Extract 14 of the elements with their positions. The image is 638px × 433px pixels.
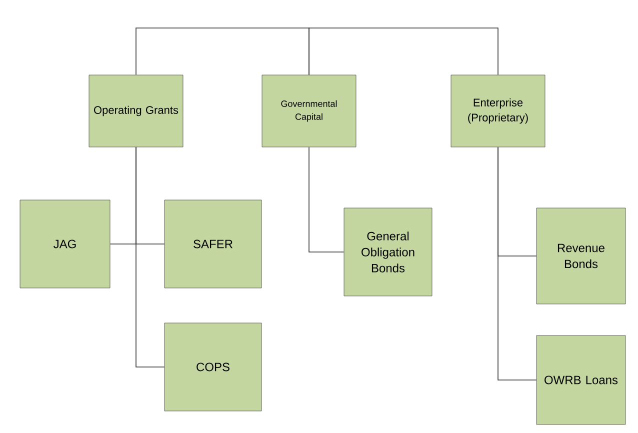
category-box: General Obligation Bonds bbox=[344, 208, 432, 296]
category-box: Revenue Bonds bbox=[536, 208, 626, 304]
connector-line bbox=[136, 146, 165, 368]
connector-line bbox=[498, 146, 537, 380]
category-box: OWRB Loans bbox=[536, 335, 626, 425]
category-box: Governmental Capital bbox=[262, 74, 356, 148]
category-box: Enterprise (Proprietary) bbox=[450, 74, 546, 148]
category-box: SAFER bbox=[164, 200, 262, 288]
connector-line bbox=[136, 28, 310, 76]
category-box: JAG bbox=[20, 200, 110, 288]
connector-line bbox=[308, 28, 498, 76]
connector-line bbox=[308, 146, 344, 252]
category-box: Operating Grants bbox=[88, 74, 184, 148]
category-box: COPS bbox=[164, 322, 262, 412]
